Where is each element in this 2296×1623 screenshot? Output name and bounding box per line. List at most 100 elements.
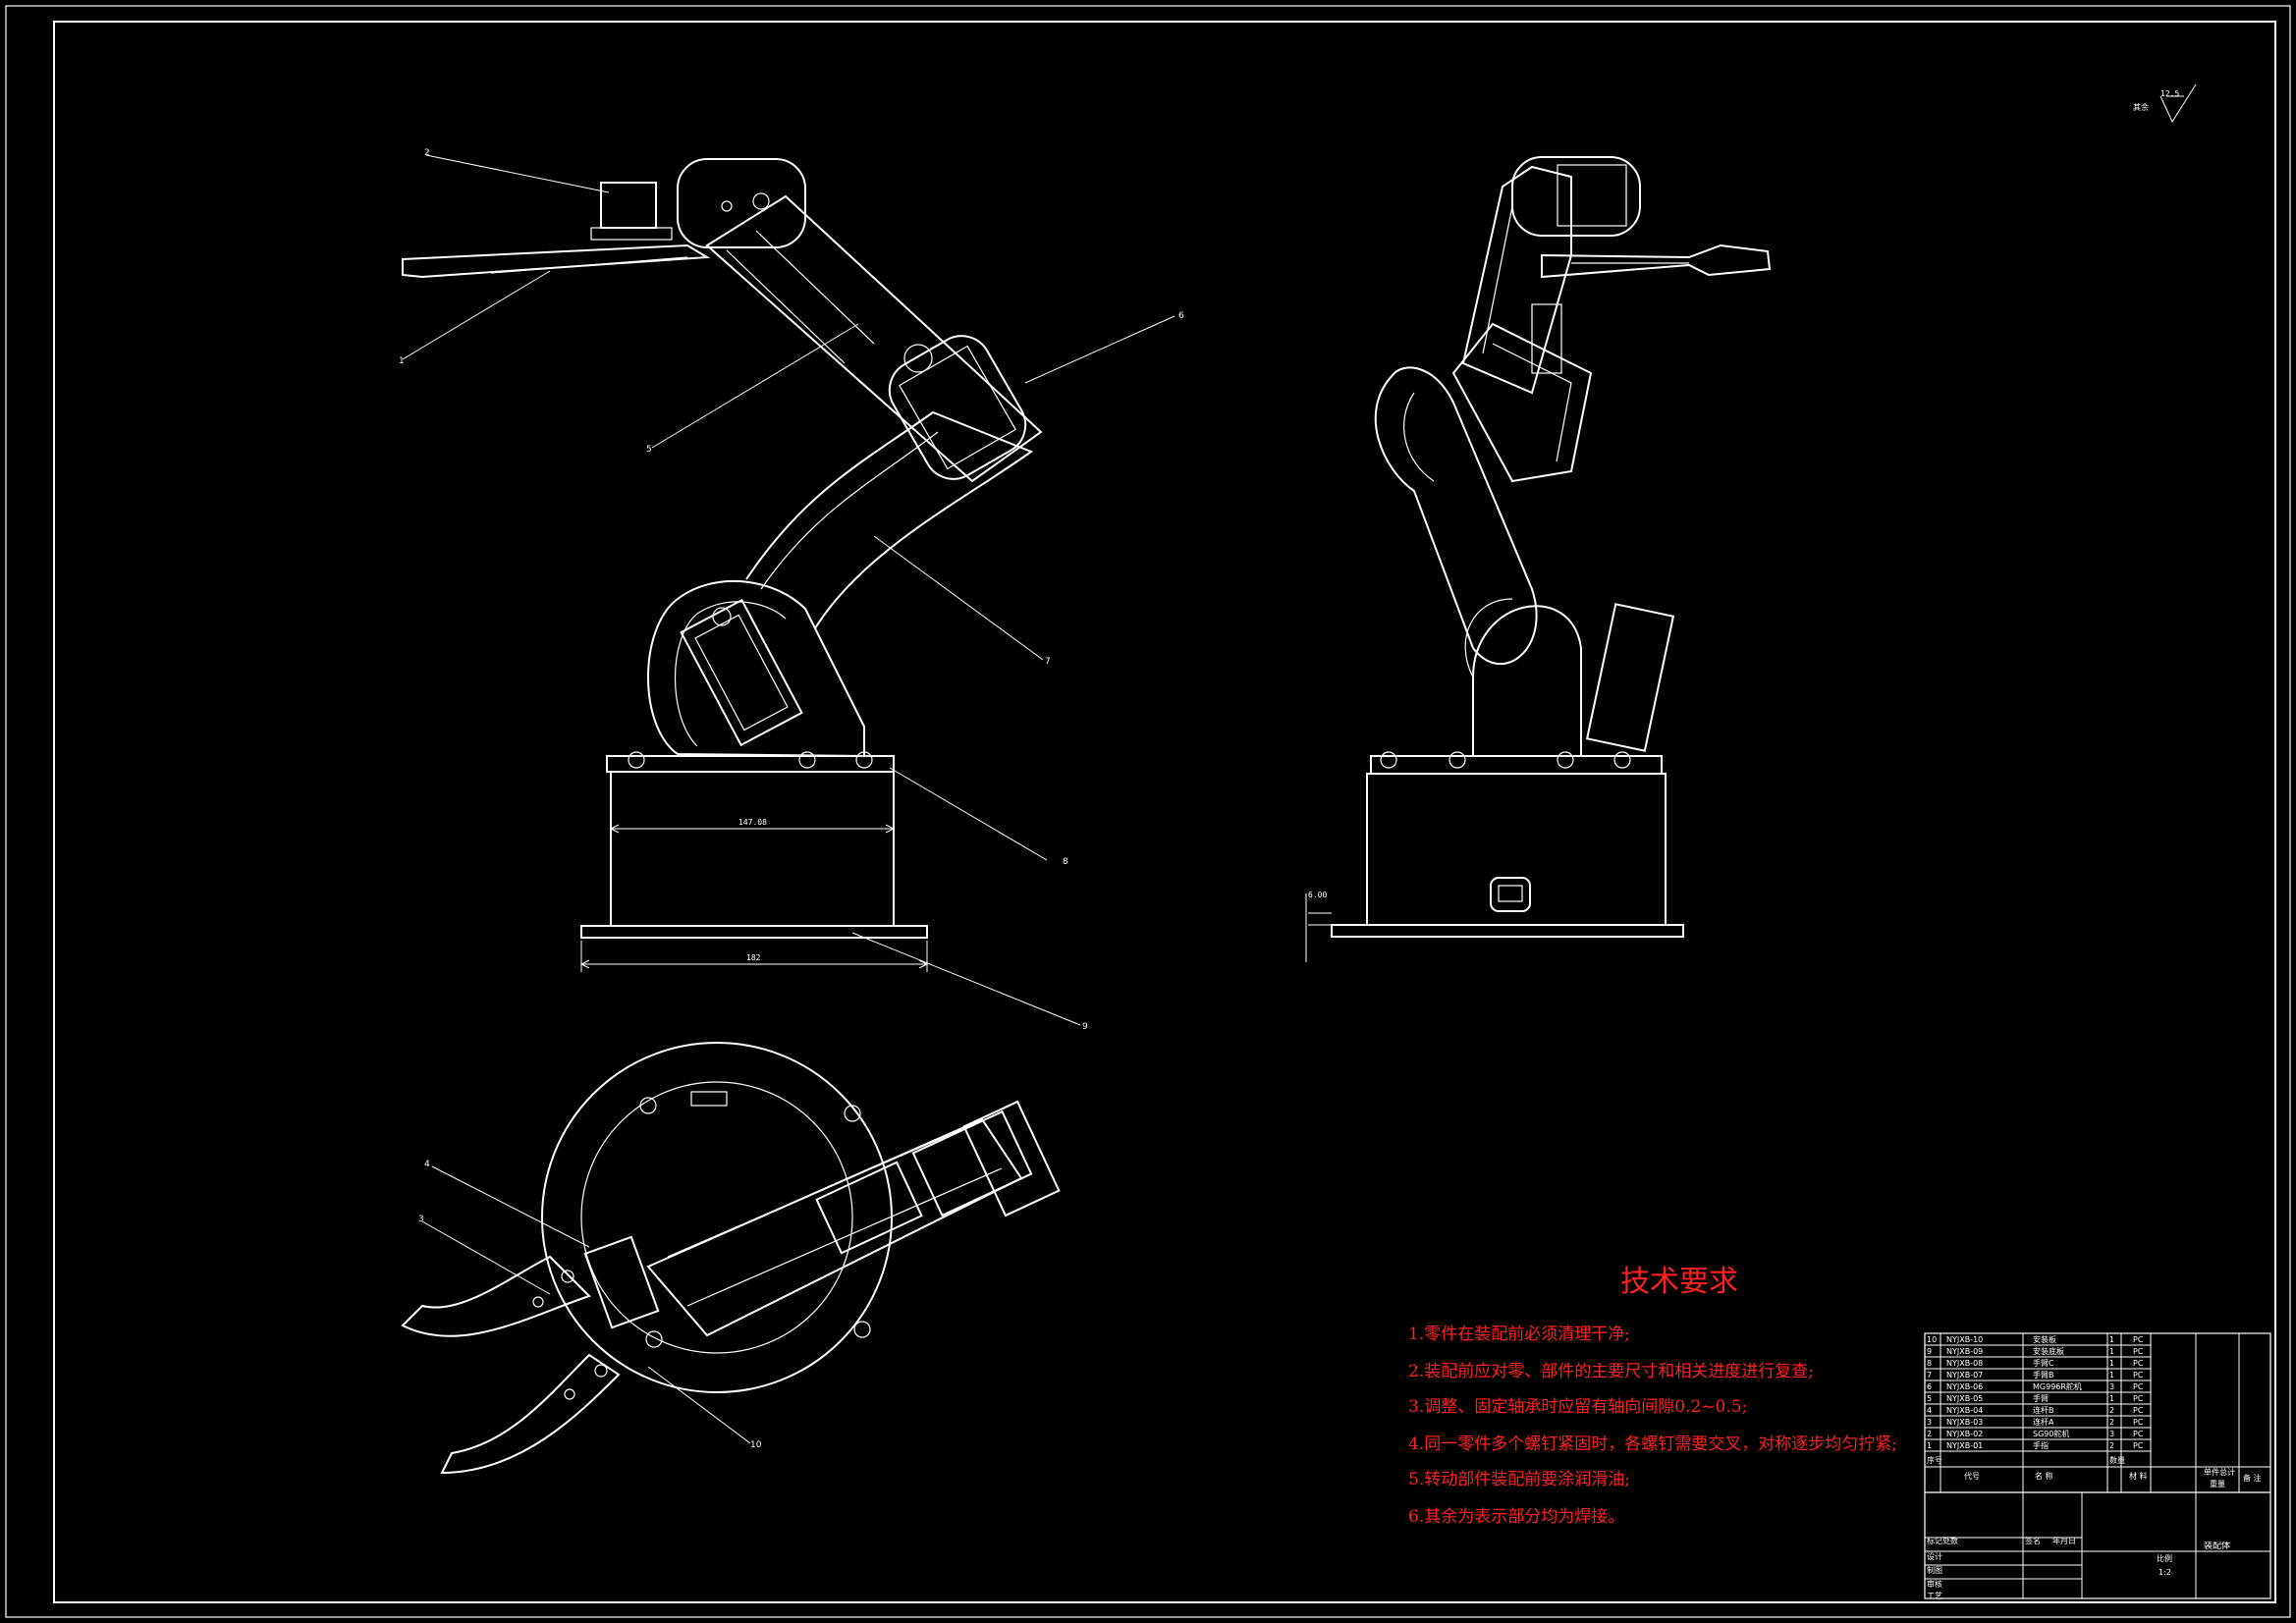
side-mount-plate <box>1370 755 1663 775</box>
front-callout-6: 6 <box>1178 311 1184 321</box>
front-wrist <box>677 158 806 248</box>
front-mount-plate <box>606 755 895 773</box>
tech-req-title: 技术要求 <box>1620 1265 1738 1299</box>
top-servo-b <box>911 1109 1033 1217</box>
part-qty: 1 <box>2109 1394 2115 1403</box>
header-material: 材 料 <box>2129 1472 2148 1481</box>
tech-req-item: 4.同一零件多个螺钉紧固时，各螺钉需要交叉，对称逐步均匀拧紧; <box>1408 1434 1897 1454</box>
part-material: PC <box>2133 1382 2144 1391</box>
front-elbow-servo <box>888 335 1027 480</box>
roughness-value: 12.5 <box>2160 89 2179 98</box>
front-gripper-servo <box>600 182 657 229</box>
header-no: 序号 <box>1927 1456 1942 1465</box>
part-name: SG90舵机 <box>2033 1430 2070 1438</box>
part-qty: 3 <box>2109 1430 2115 1438</box>
part-qty: 2 <box>2109 1441 2115 1450</box>
tb-design: 设计 <box>1927 1552 1942 1561</box>
part-no: 6 <box>1927 1382 1933 1391</box>
header-unit: 单件 <box>2204 1468 2219 1477</box>
front-base-box <box>610 771 895 927</box>
tech-req-item: 6.其余为表示部分均为焊接。 <box>1408 1507 1625 1527</box>
front-base-servo <box>680 598 803 747</box>
top-base-outer <box>541 1042 893 1393</box>
part-qty: 1 <box>2109 1359 2115 1368</box>
header-total: 总计 <box>2219 1468 2235 1477</box>
part-no: 10 <box>1927 1335 1938 1344</box>
front-callout-7: 7 <box>1045 657 1051 667</box>
front-base-plate <box>580 925 928 939</box>
tb-scale-value: 1:2 <box>2159 1568 2171 1577</box>
front-callout-8: 8 <box>1063 857 1068 867</box>
part-qty: 1 <box>2109 1371 2115 1380</box>
title-block-grid <box>1924 1332 2271 1599</box>
tb-date: 年月日 <box>2052 1537 2076 1545</box>
part-code: NYJXB-04 <box>1946 1406 1984 1415</box>
top-callout-4: 4 <box>424 1160 430 1169</box>
top-end-servo <box>962 1100 1061 1217</box>
part-no: 2 <box>1927 1430 1933 1438</box>
outer-border <box>5 5 2291 1618</box>
tb-mark: 标记处数 <box>1927 1537 1958 1545</box>
top-gripper-servo <box>583 1235 660 1329</box>
part-code: NYJXB-02 <box>1946 1430 1984 1438</box>
dim-base-width: 182 <box>746 953 761 962</box>
part-no: 5 <box>1927 1394 1933 1403</box>
inner-border <box>53 21 2276 1603</box>
top-view: 4 3 10 <box>401 1042 1061 1475</box>
front-callout-2: 2 <box>424 148 430 158</box>
tech-req-item: 3.调整、固定轴承时应留有轴向间隙0.2~0.5; <box>1408 1397 1748 1417</box>
header-remark: 备 注 <box>2243 1474 2262 1483</box>
front-callout-5: 5 <box>646 445 652 455</box>
side-wrist <box>1511 156 1641 237</box>
part-name: 手臂C <box>2033 1359 2054 1368</box>
part-qty: 1 <box>2109 1347 2115 1356</box>
part-name: 安装板 <box>2033 1335 2056 1344</box>
part-name: 连杆B <box>2033 1406 2054 1415</box>
part-qty: 2 <box>2109 1418 2115 1427</box>
tb-check: 审核 <box>1927 1580 1942 1589</box>
front-callout-9: 9 <box>1082 1022 1088 1032</box>
side-shoulder-servo <box>1585 603 1675 752</box>
part-code: NYJXB-01 <box>1946 1441 1984 1450</box>
part-no: 3 <box>1927 1418 1933 1427</box>
part-code: NYJXB-09 <box>1946 1347 1984 1356</box>
part-code: NYJXB-07 <box>1946 1371 1984 1380</box>
tb-scale-label: 比例 <box>2157 1554 2172 1563</box>
part-qty: 2 <box>2109 1406 2115 1415</box>
part-code: NYJXB-08 <box>1946 1359 1984 1368</box>
part-code: NYJXB-05 <box>1946 1394 1984 1403</box>
front-callout-1: 1 <box>399 356 405 366</box>
part-code: NYJXB-06 <box>1946 1382 1984 1391</box>
part-material: PC <box>2133 1418 2144 1427</box>
parts-list-table: 10 NYJXB-10 安装板 1 PC 9 NYJXB-09 安装底板 1 P… <box>1925 1333 2270 1600</box>
tech-req-item: 1.零件在装配前必须清理干净; <box>1408 1325 1630 1344</box>
part-no: 7 <box>1927 1371 1933 1380</box>
top-base-inner <box>580 1081 853 1354</box>
top-servo-a <box>815 1161 923 1255</box>
header-code: 代号 <box>1964 1472 1980 1481</box>
part-name: 手指 <box>2033 1441 2049 1450</box>
tb-draw: 制图 <box>1927 1566 1942 1575</box>
tech-req-item: 2.装配前应对零、部件的主要尺寸和相关进度进行复查; <box>1408 1362 1814 1381</box>
tb-sign: 签名 <box>2025 1537 2041 1545</box>
part-material: PC <box>2133 1371 2144 1380</box>
part-name: 连杆A <box>2033 1418 2054 1427</box>
part-name: 手臂 <box>2033 1394 2049 1403</box>
side-view: 6.00 <box>1305 156 1772 962</box>
top-callout-10: 10 <box>750 1440 762 1450</box>
front-view: 147.08 182 2 1 5 6 7 8 9 <box>399 148 1184 1032</box>
part-material: PC <box>2133 1359 2144 1368</box>
surface-roughness-symbol: 其余 12.5 <box>2133 83 2197 124</box>
part-no: 8 <box>1927 1359 1933 1368</box>
part-no: 4 <box>1927 1406 1933 1415</box>
part-code: NYJXB-03 <box>1946 1418 1984 1427</box>
tech-req-item: 5.转动部件装配前要涂润滑油; <box>1408 1470 1630 1489</box>
side-usb-port <box>1490 877 1531 912</box>
header-name: 名 称 <box>2035 1472 2053 1481</box>
part-material: PC <box>2133 1394 2144 1403</box>
top-callout-3: 3 <box>418 1215 424 1224</box>
tb-process: 工艺 <box>1927 1592 1942 1600</box>
part-name: MG996R舵机 <box>2033 1382 2082 1391</box>
part-material: PC <box>2133 1430 2144 1438</box>
